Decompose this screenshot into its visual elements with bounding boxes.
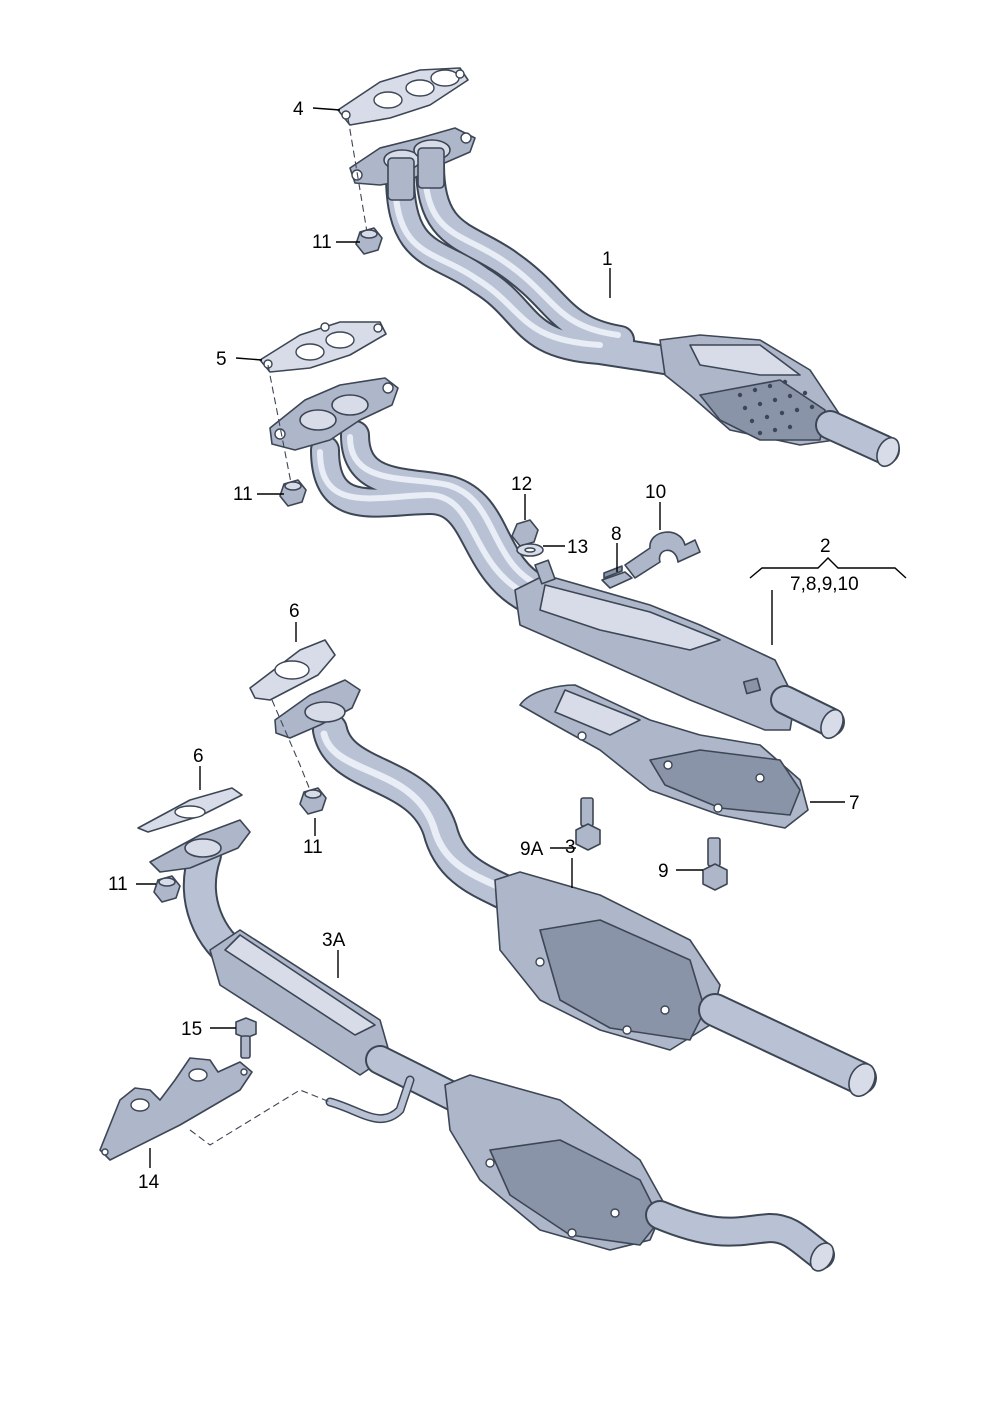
label-9a: 9A (520, 839, 544, 860)
label-11-d: 11 (108, 874, 128, 895)
bolt-9a[interactable] (575, 797, 601, 851)
nut-11-a[interactable] (355, 227, 383, 255)
label-6-a: 6 (289, 601, 300, 622)
washer-13[interactable] (516, 543, 544, 557)
bracket-14[interactable] (99, 1057, 253, 1161)
label-13: 13 (567, 537, 588, 558)
heat-shield-perforations (737, 379, 815, 436)
label-2-contents: 7,8,9,10 (790, 574, 859, 595)
label-11-b: 11 (233, 484, 253, 505)
label-8: 8 (611, 524, 622, 545)
nut-11-c[interactable] (299, 787, 327, 815)
front-exhaust-pipe-1[interactable] (349, 127, 903, 470)
label-11-c: 11 (303, 837, 323, 858)
label-11-a: 11 (312, 232, 332, 253)
front-exhaust-pipe-2[interactable] (269, 377, 847, 742)
label-5: 5 (216, 349, 227, 370)
nut-11-d[interactable] (153, 875, 181, 903)
label-3: 3 (565, 837, 576, 858)
label-15: 15 (181, 1019, 202, 1040)
label-14: 14 (138, 1172, 160, 1193)
label-10: 10 (645, 482, 666, 503)
bolt-15[interactable] (235, 1017, 257, 1059)
label-6-b: 6 (193, 746, 204, 767)
nut-11-b[interactable] (279, 479, 307, 507)
front-exhaust-pipe-3a[interactable] (149, 819, 838, 1275)
nut-12[interactable] (511, 519, 539, 547)
label-2: 2 (820, 536, 831, 557)
gasket-6-upper[interactable] (249, 639, 336, 701)
label-9: 9 (658, 861, 669, 882)
clamp-10[interactable] (624, 531, 701, 579)
heat-shield-7[interactable] (519, 684, 809, 829)
gasket-6-lower[interactable] (137, 787, 243, 833)
label-3a: 3A (322, 930, 346, 951)
label-7: 7 (849, 793, 860, 814)
front-exhaust-pipe-3[interactable] (274, 679, 880, 1100)
label-4: 4 (293, 99, 304, 120)
gasket-5[interactable] (259, 321, 387, 373)
label-12: 12 (511, 474, 532, 495)
bolt-9[interactable] (702, 837, 728, 891)
label-1: 1 (602, 249, 613, 270)
gasket-4[interactable] (337, 67, 469, 126)
leader-lines (136, 107, 907, 1168)
